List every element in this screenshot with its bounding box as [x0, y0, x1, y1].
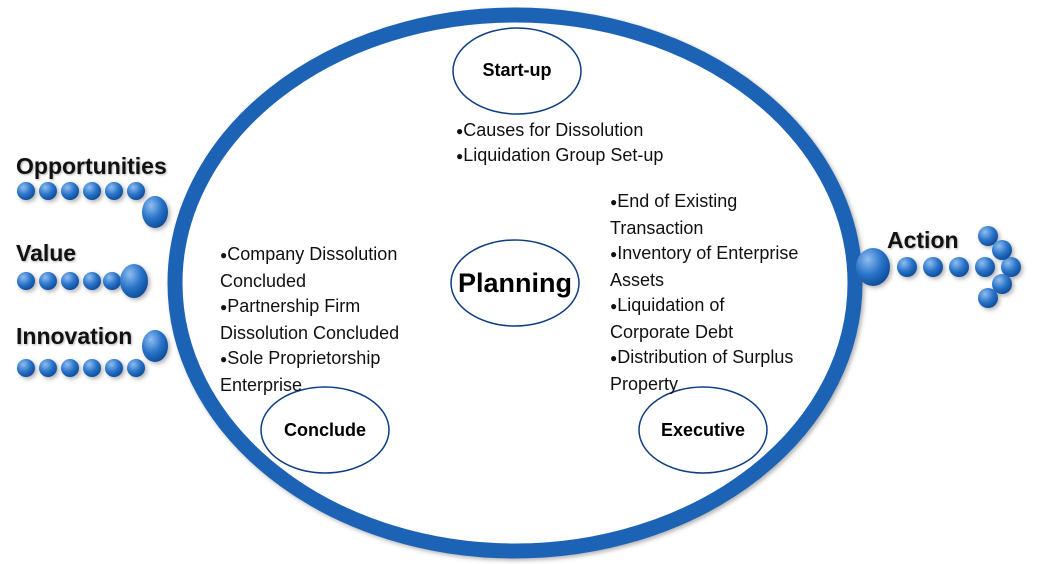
executive-item: ●End of Existing Transaction ●Inventory …	[610, 191, 799, 394]
dotted-arrow-icon	[17, 182, 168, 377]
innovation-label: Innovation	[16, 323, 133, 349]
bullet-icon: ●	[456, 124, 464, 138]
conclude-item: ●Company Dissolution Concluded ●Partners…	[220, 244, 400, 395]
bullet-icon: ●	[220, 352, 228, 366]
bullet-icon: ●	[456, 149, 464, 163]
startup-item: ●Liquidation Group Set-up	[456, 145, 664, 165]
startup-label: Start-up	[482, 60, 552, 80]
action-label: Action	[887, 227, 959, 253]
conclude-label: Conclude	[283, 420, 366, 440]
conclude-ellipse	[260, 386, 390, 474]
bullet-icon: ●	[220, 300, 228, 314]
startup-item: ●Causes for Dissolution	[456, 120, 644, 140]
bullet-icon: ●	[610, 351, 618, 365]
executive-ellipse	[638, 386, 768, 474]
dotted-arrow-right-icon	[856, 226, 1021, 308]
bullet-icon: ●	[610, 195, 618, 209]
value-label: Value	[16, 240, 77, 266]
bullet-icon: ●	[610, 247, 618, 261]
planning-label: Planning	[458, 268, 572, 298]
bullet-icon: ●	[220, 248, 228, 262]
executive-label: Executive	[660, 420, 746, 440]
startup-ellipse	[452, 27, 582, 115]
bullet-icon: ●	[610, 299, 618, 313]
opportunities-label: Opportunities	[16, 153, 167, 179]
planning-ellipse	[450, 239, 580, 327]
